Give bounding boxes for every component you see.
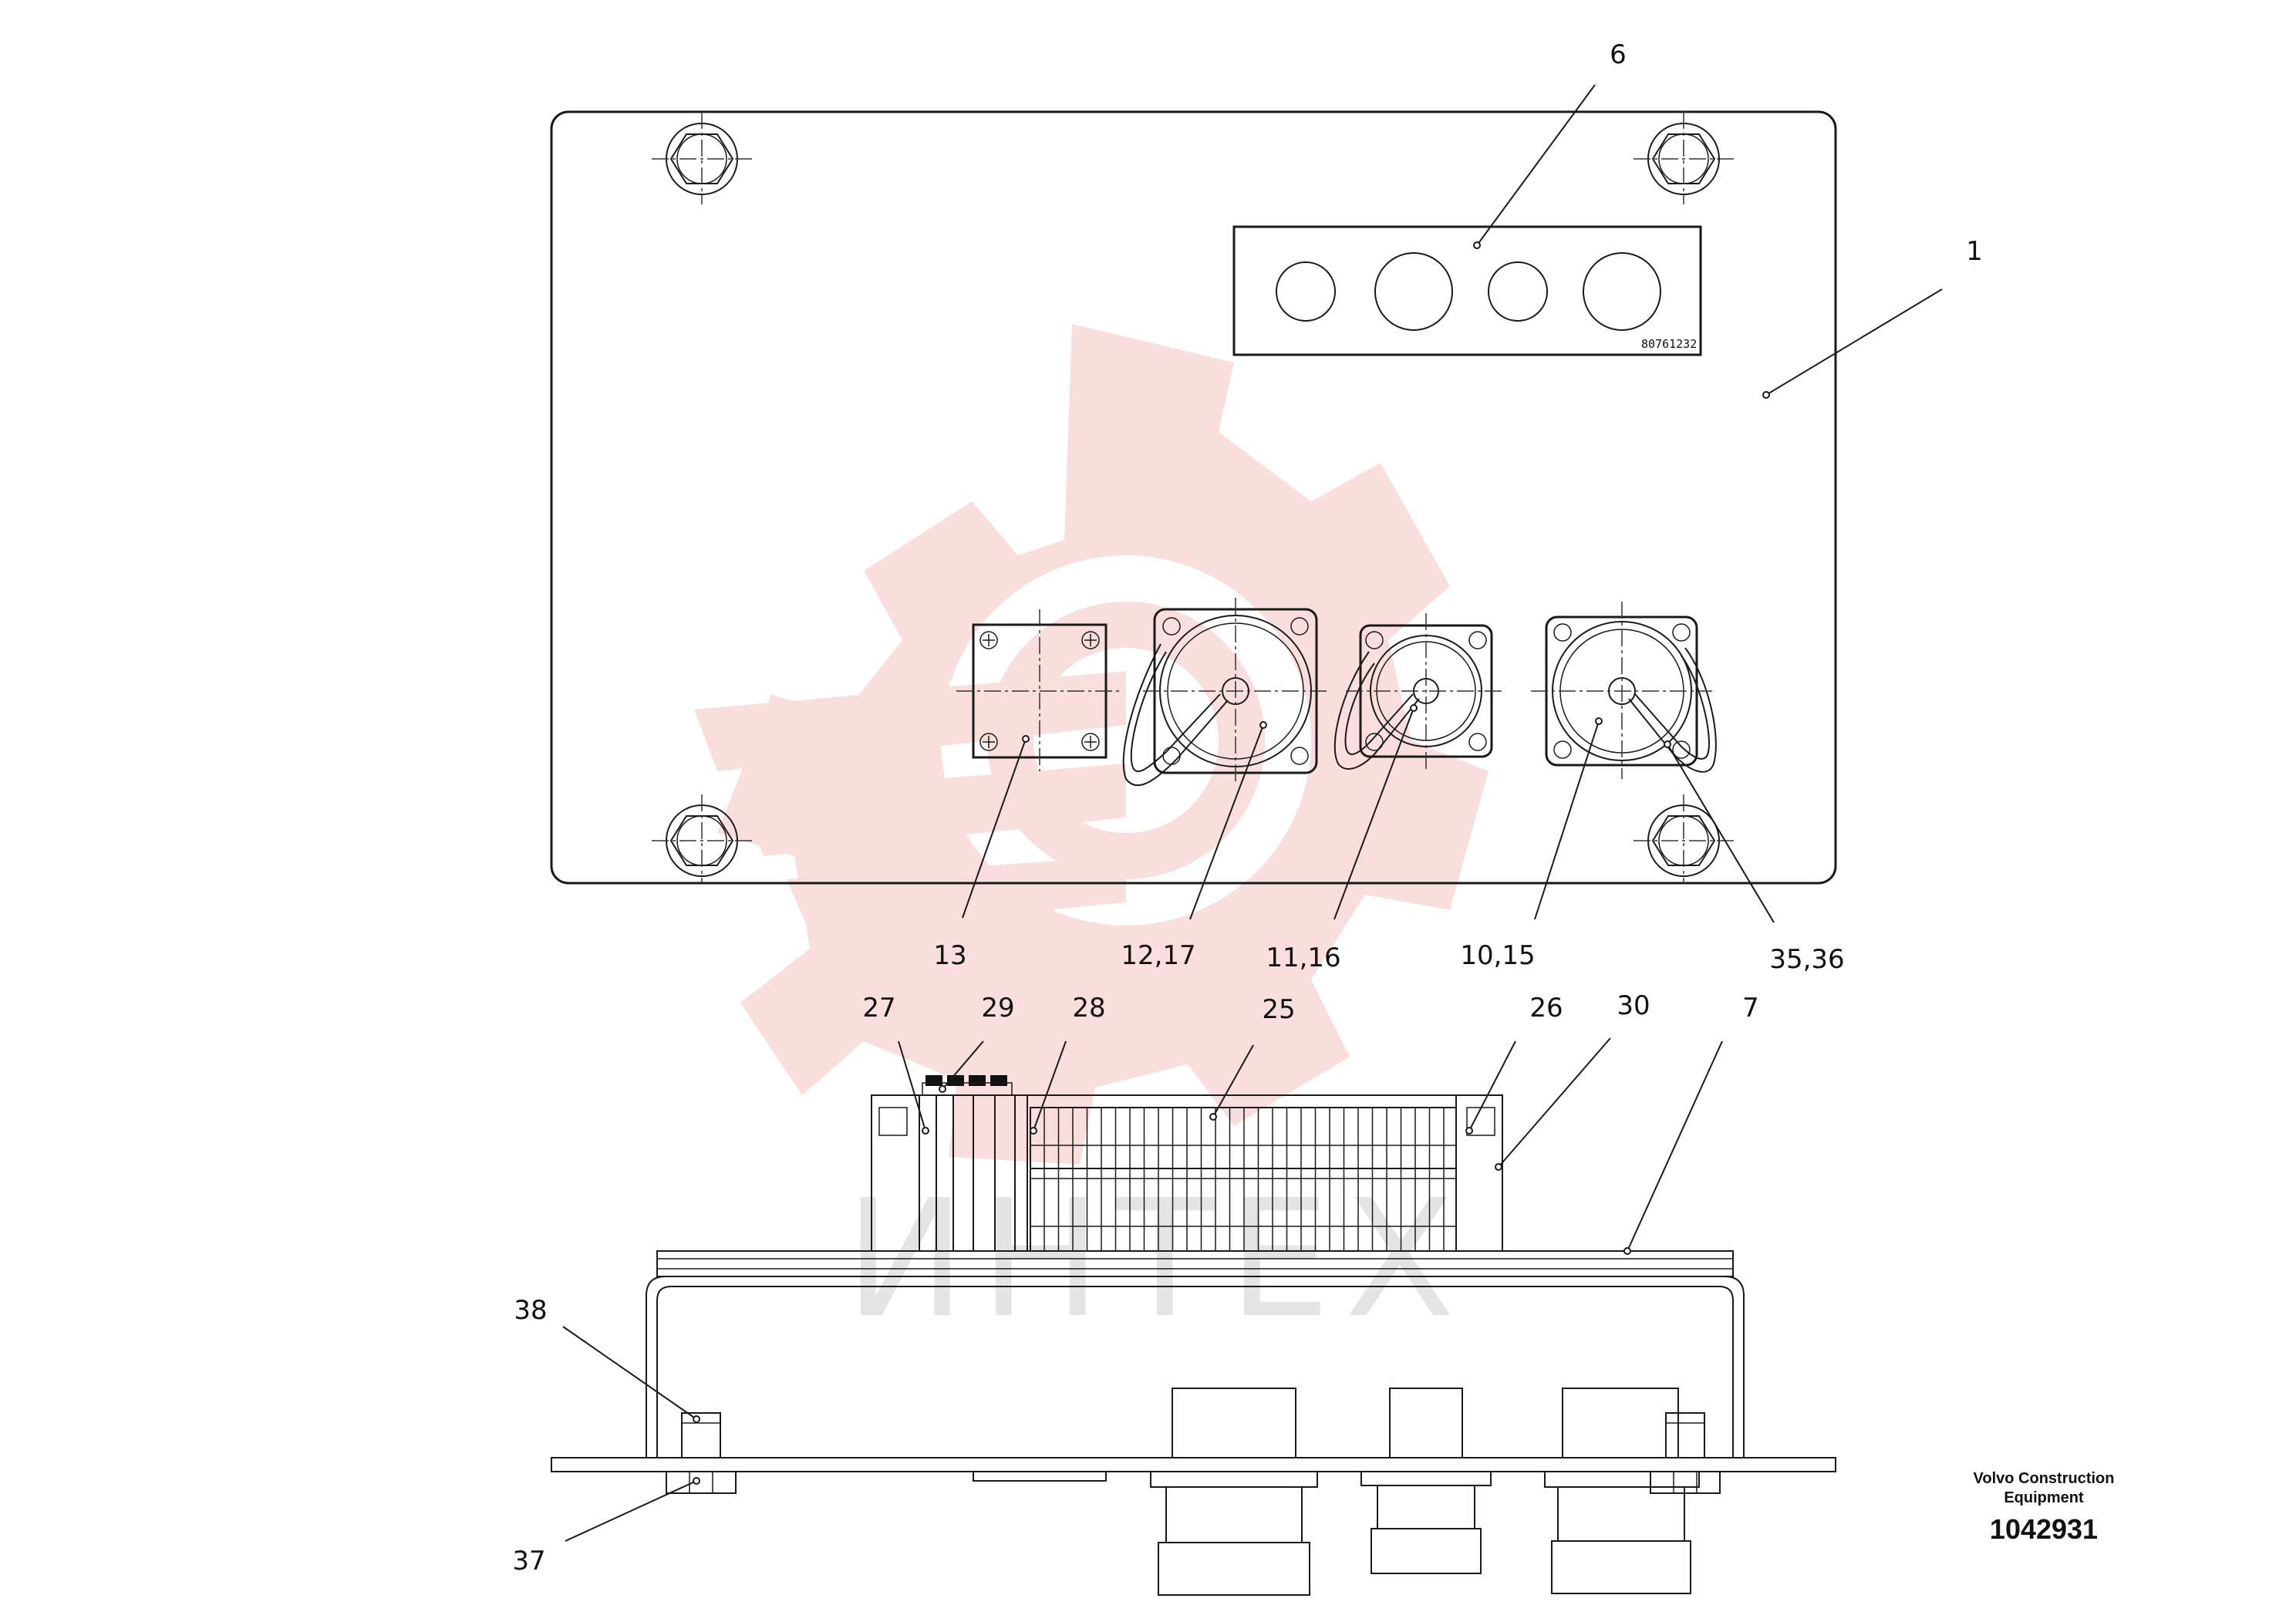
leader-lines [562, 84, 1943, 1542]
callout-29: 29 [981, 993, 1014, 1023]
connector-medium [1333, 613, 1505, 771]
callout-6: 6 [1610, 39, 1627, 70]
callout-labels: 6 1 13 12,17 11,16 10,15 35,36 27 29 28 … [512, 39, 1982, 1576]
square-cover-side [973, 1471, 1107, 1482]
corner-bolt [652, 794, 752, 883]
callout-25: 25 [1262, 994, 1295, 1025]
stud-right [1650, 1412, 1721, 1494]
terminal-block [871, 1075, 1503, 1252]
callout-12-17: 12,17 [1121, 940, 1195, 971]
callout-38: 38 [514, 1295, 547, 1326]
callout-11-16: 11,16 [1266, 943, 1340, 973]
corner-bolt [652, 112, 752, 204]
callout-10-15: 10,15 [1460, 940, 1535, 971]
main-plate [550, 110, 1837, 885]
square-cover [956, 609, 1122, 771]
connector-large-left [1122, 598, 1328, 787]
connector-large-right-side [1544, 1388, 1700, 1594]
corner-bolt [1633, 794, 1734, 883]
mounting-bracket [646, 1276, 1745, 1458]
corner-bolt [1633, 112, 1734, 204]
plate-code: 80761232 [1641, 337, 1697, 351]
connector-large-right [1531, 602, 1717, 779]
callout-26: 26 [1529, 993, 1563, 1023]
callout-37: 37 [512, 1546, 545, 1576]
connector-large-left-side [1150, 1388, 1318, 1596]
watermark-gear-logo [694, 324, 1489, 1165]
base-plate [551, 1457, 1836, 1472]
side-view [551, 1075, 1836, 1596]
callout-27: 27 [862, 993, 895, 1023]
document-number: 1042931 [1989, 1513, 2099, 1545]
callout-13: 13 [933, 940, 966, 971]
callout-28: 28 [1072, 993, 1105, 1023]
label-plate: 80761232 [1232, 225, 1702, 356]
top-view: 80761232 [550, 110, 1837, 885]
callout-35-36: 35,36 [1769, 944, 1844, 975]
connector-medium-side [1360, 1388, 1492, 1574]
callout-30: 30 [1617, 990, 1650, 1021]
callout-7: 7 [1742, 993, 1759, 1023]
stud-left [666, 1412, 737, 1494]
callout-1: 1 [1966, 236, 1983, 267]
